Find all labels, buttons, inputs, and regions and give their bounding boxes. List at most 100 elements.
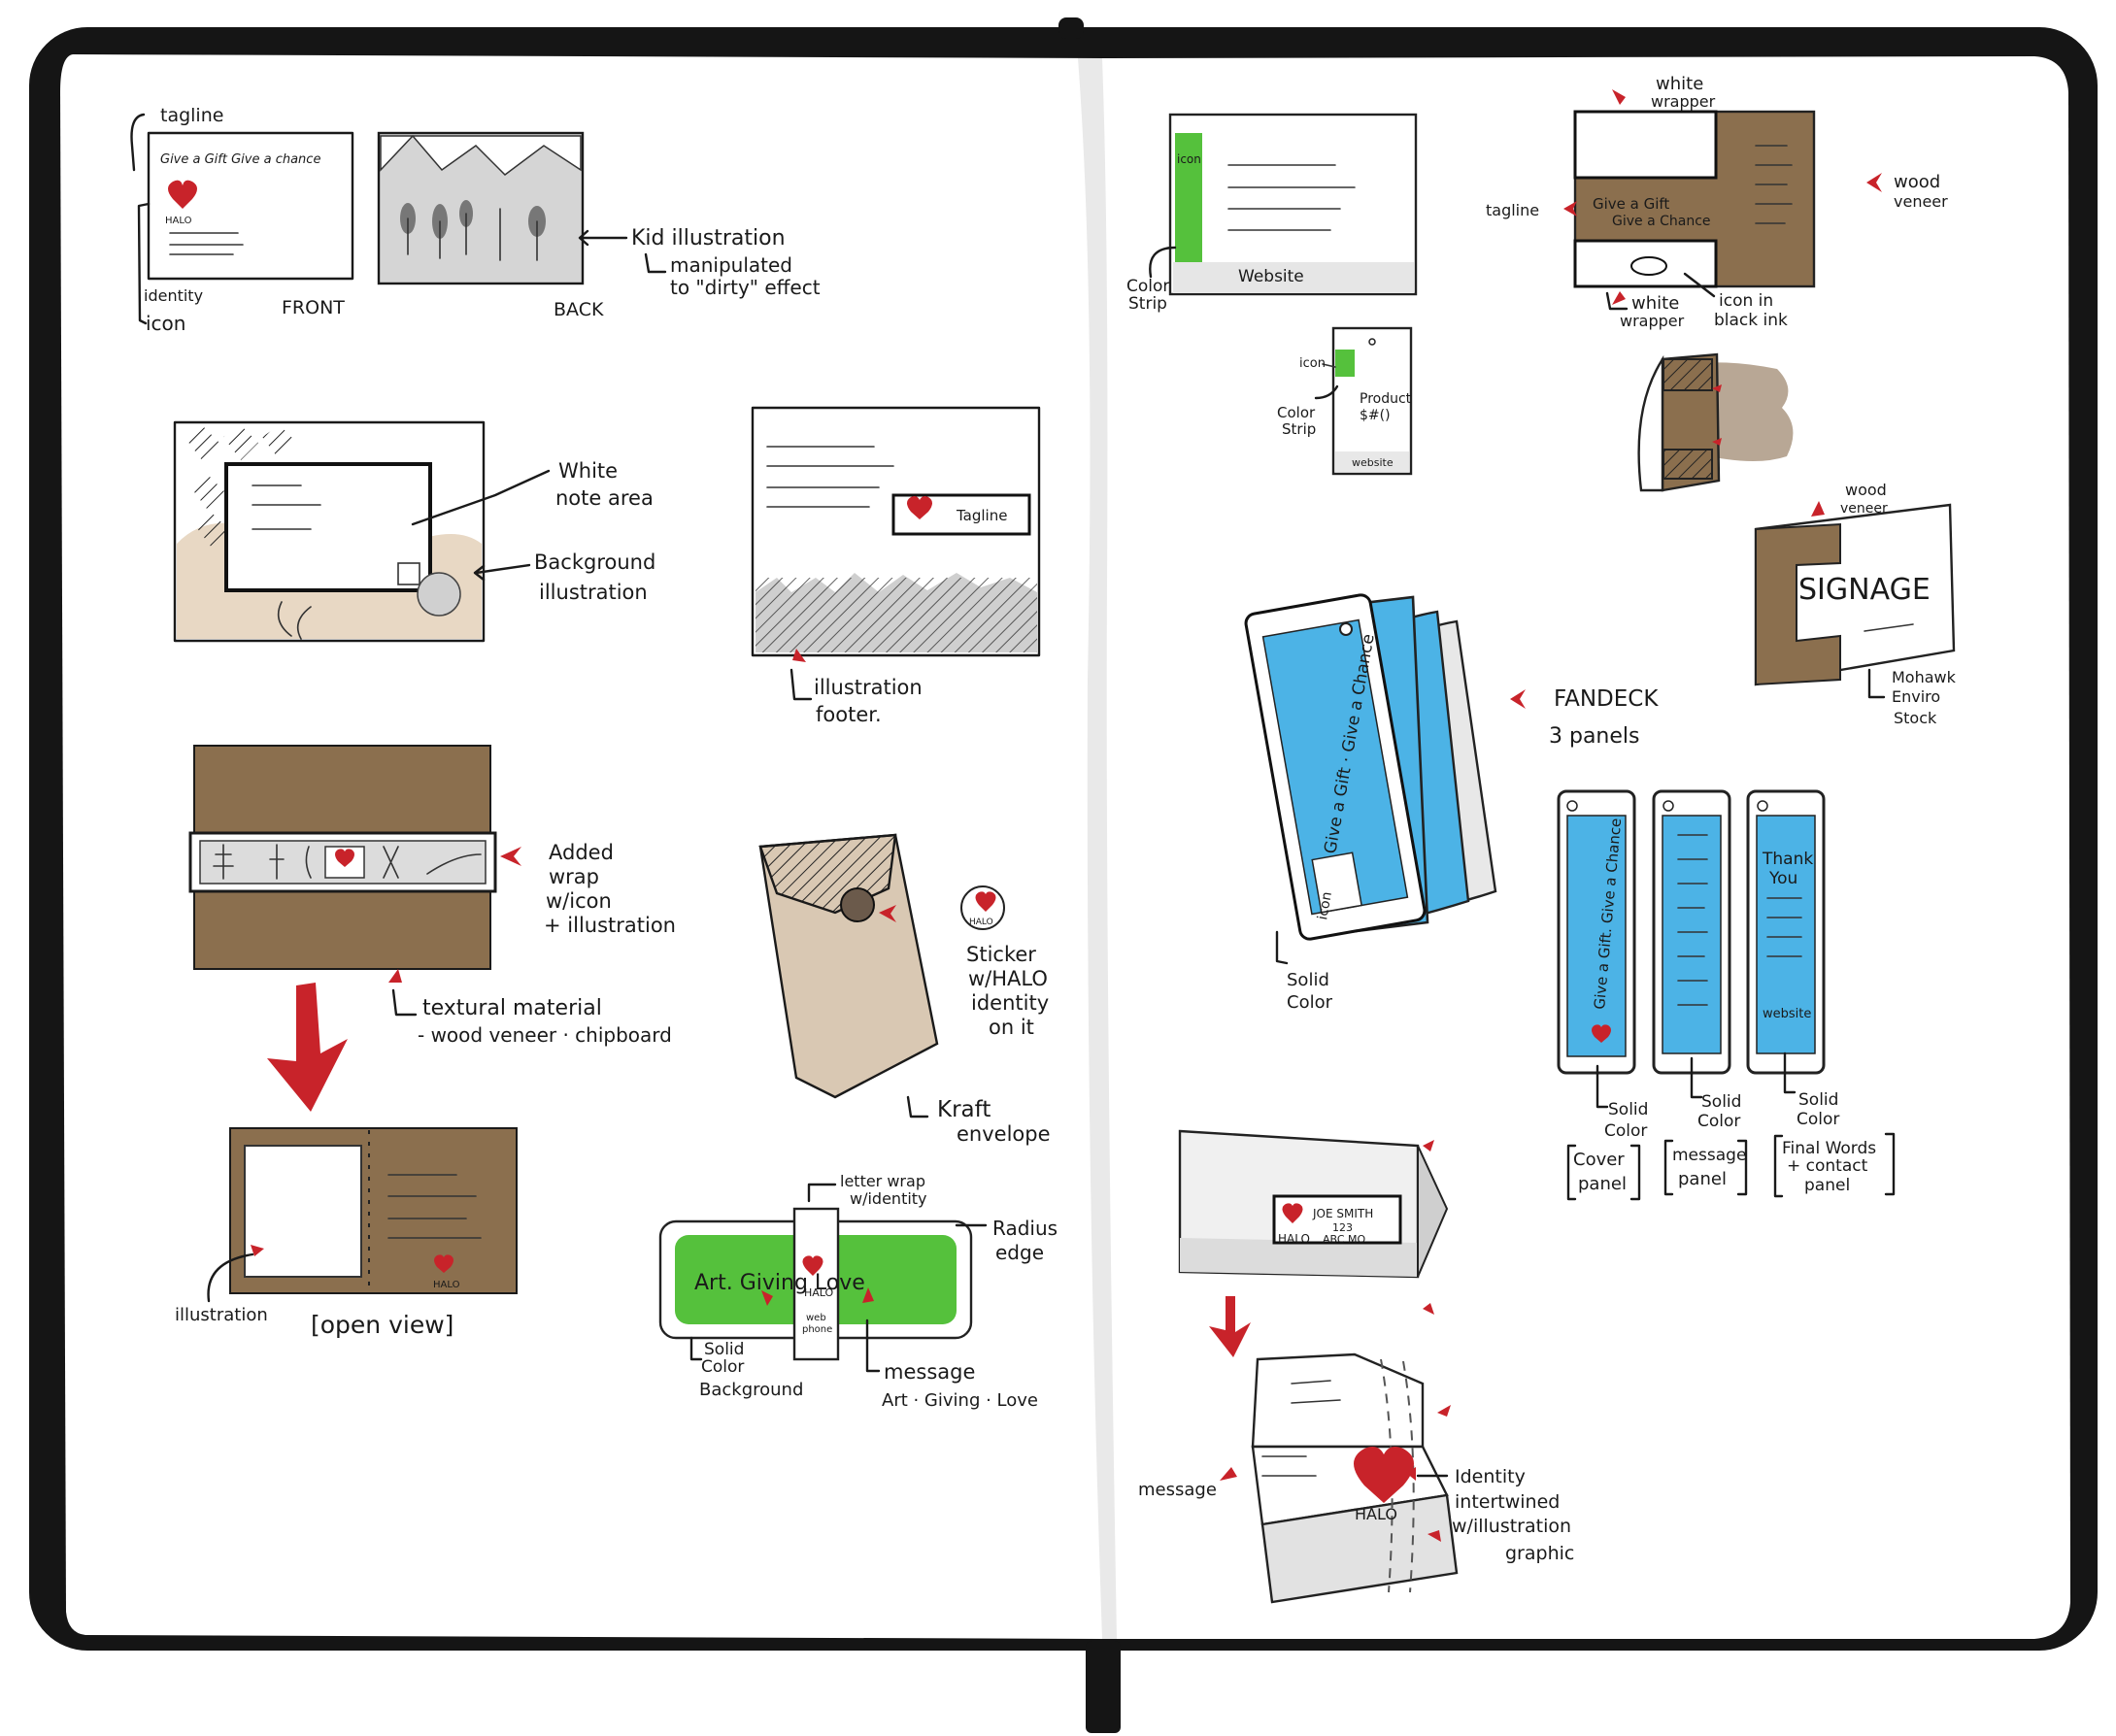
tag-color-label: Color: [1277, 404, 1316, 421]
tag-strip-label: Strip: [1282, 420, 1316, 438]
textural-material-label: textural material: [422, 996, 602, 1020]
fandeck-solid-label: Solid: [1287, 970, 1329, 990]
address-line-1: JOE SMITH: [1312, 1207, 1373, 1220]
tree-icons: [400, 200, 546, 261]
heart-icon: [975, 891, 996, 912]
manipulated-label: manipulated: [670, 253, 792, 277]
tag-website-label: website: [1352, 456, 1394, 469]
product-tag: [1314, 326, 1413, 476]
cover-label: Cover: [1573, 1150, 1625, 1170]
dirty-effect-label: to "dirty" effect: [670, 276, 821, 299]
fandeck-icon-label: icon: [1315, 890, 1335, 920]
signage-title: SIGNAGE: [1798, 573, 1931, 607]
wrap-sketch: [188, 745, 497, 970]
product-label: Product: [1360, 391, 1412, 407]
letter-wrap-label: letter wrap: [840, 1172, 925, 1190]
letter-wrap-green-text: Art. Giving Love: [694, 1271, 865, 1295]
wrapper-bottom: wrapper: [1620, 312, 1685, 330]
footer-card: [751, 406, 1041, 657]
w-identity-label: w/identity: [850, 1189, 927, 1208]
note-area-label: note area: [555, 486, 654, 510]
identity-label: identity: [144, 286, 203, 305]
tagline-label: tagline: [160, 105, 223, 126]
open-illustration-label: illustration: [175, 1305, 268, 1325]
panel-cover: [1557, 789, 1636, 1075]
wood-label: wood: [1894, 172, 1940, 192]
fandeck-sketch: [1244, 593, 1497, 941]
black-ink-label: black ink: [1714, 311, 1788, 330]
heart-icon: [802, 1255, 823, 1276]
card-halo: HALO: [165, 216, 192, 226]
web-label: web: [806, 1313, 826, 1323]
message-label: message: [884, 1360, 975, 1384]
background-label-2: Background: [699, 1380, 803, 1400]
panel-color-label-1: Color: [1604, 1121, 1647, 1141]
white-note-label: White: [558, 459, 618, 483]
message-panel-label-1: message: [1672, 1146, 1746, 1165]
heart-icon: [335, 849, 354, 867]
you-label: You: [1768, 869, 1797, 888]
wood-veneer-chipboard-label: - wood veneer · chipboard: [418, 1023, 672, 1047]
kraft-label: Kraft: [937, 1097, 991, 1122]
graphic-label: graphic: [1505, 1543, 1574, 1564]
panel-solid-label-1: Solid: [1608, 1100, 1648, 1119]
address-line-2: 123: [1332, 1221, 1353, 1234]
w-halo-label: w/HALO: [968, 967, 1048, 990]
envelope-label: envelope: [957, 1122, 1051, 1146]
final-words-label: Final Words: [1782, 1139, 1876, 1158]
panel-color-label-2: Color: [1697, 1112, 1740, 1131]
open-view-sketch: [229, 1127, 518, 1294]
illustration-footer-label: illustration: [814, 676, 923, 699]
contact-label: + contact: [1787, 1156, 1868, 1176]
panel-solid-label-3: Solid: [1798, 1090, 1838, 1110]
intertwined-label: intertwined: [1455, 1491, 1560, 1513]
footer-label: footer.: [816, 703, 882, 726]
price-label: $#(): [1360, 408, 1391, 423]
front-label: FRONT: [282, 297, 345, 318]
box-sketch: [1637, 352, 1794, 492]
icon-in-label: icon in: [1719, 291, 1773, 311]
open-view-label: [open view]: [311, 1311, 453, 1339]
icon-label: icon: [146, 312, 185, 335]
letter-wrap-sketch: [658, 1207, 973, 1361]
box-halo: HALO: [1355, 1505, 1397, 1523]
folded-box-sketch: [1220, 1352, 1459, 1604]
panel-color-label-3: Color: [1797, 1110, 1839, 1129]
website-card-icon: icon: [1177, 152, 1201, 166]
sticker-label: Sticker: [966, 943, 1036, 966]
final-panel-label: panel: [1804, 1176, 1850, 1195]
mailer-sketch: [1178, 1129, 1449, 1315]
footer-tagline: Tagline: [956, 507, 1007, 524]
note-card: [173, 420, 486, 643]
address-line-3: ABC MO: [1323, 1233, 1366, 1246]
identity-label-3: Identity: [1455, 1466, 1526, 1487]
down-arrow-icon: [1209, 1296, 1251, 1357]
letter-wrap-halo: HALO: [804, 1286, 834, 1299]
three-panels-label: 3 panels: [1549, 724, 1640, 749]
panel-final: [1746, 789, 1826, 1075]
panel-solid-label-2: Solid: [1701, 1092, 1741, 1112]
heart-icon: [907, 496, 932, 519]
edge-label: edge: [995, 1241, 1044, 1264]
color-strip-label: Color: [1126, 277, 1169, 296]
wrapper-sketch: [1563, 89, 1882, 305]
w-illustration-label: w/illustration: [1452, 1516, 1571, 1537]
strip-label: Strip: [1128, 294, 1167, 314]
radius-label: Radius: [992, 1217, 1058, 1240]
wrapper-tagline-label: tagline: [1486, 201, 1539, 219]
art-giving-love-label: Art · Giving · Love: [882, 1390, 1038, 1411]
thank-label: Thank: [1762, 850, 1813, 869]
color-label: Color: [701, 1357, 744, 1377]
on-it-label: on it: [989, 1016, 1034, 1039]
signage-sketch: [1754, 501, 1956, 699]
signage-wood-label: wood: [1845, 481, 1887, 499]
card-tagline: Give a Gift Give a chance: [160, 152, 320, 167]
spine-tab: [1058, 17, 1084, 39]
plus-illustration-label: + illustration: [544, 914, 676, 937]
page-gutter: [1078, 58, 1117, 1639]
phone-label: phone: [802, 1324, 832, 1335]
solid-label: Solid: [704, 1340, 744, 1359]
wrapper-top: wrapper: [1651, 92, 1716, 111]
added-label: Added: [549, 841, 614, 864]
